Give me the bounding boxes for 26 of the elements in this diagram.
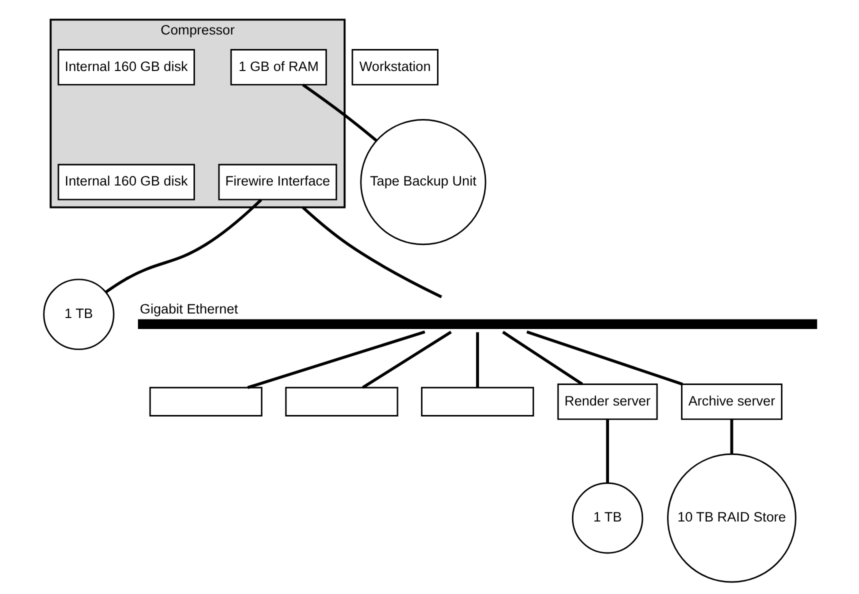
node-label: Gigabit Ethernet — [139, 302, 238, 317]
connector — [302, 84, 377, 142]
connector — [476, 332, 478, 388]
node-box — [148, 386, 262, 416]
node-box: Archive server — [680, 384, 782, 420]
node-box: Workstation — [351, 49, 438, 86]
connector — [301, 206, 442, 298]
connector — [362, 330, 452, 389]
node-box: Render server — [556, 384, 658, 420]
node-box — [284, 386, 398, 416]
node-box: Internal 160 GB disk — [57, 49, 194, 86]
node-circle: 10 TB RAID Store — [666, 453, 796, 583]
connector — [104, 198, 262, 294]
connector — [606, 419, 608, 483]
node-box: 1 GB of RAM — [230, 49, 326, 86]
connector — [730, 419, 733, 454]
node-circle: 1 TB — [571, 482, 643, 554]
node-box: Firewire Interface — [218, 164, 337, 200]
node-box: Internal 160 GB disk — [57, 164, 194, 200]
connector — [526, 330, 683, 386]
node-box — [420, 386, 534, 416]
connector — [502, 330, 583, 386]
node-circle: Tape Backup Unit — [360, 119, 486, 246]
connector — [246, 330, 425, 389]
node-circle: 1 TB — [42, 278, 114, 350]
node-box — [137, 319, 817, 329]
